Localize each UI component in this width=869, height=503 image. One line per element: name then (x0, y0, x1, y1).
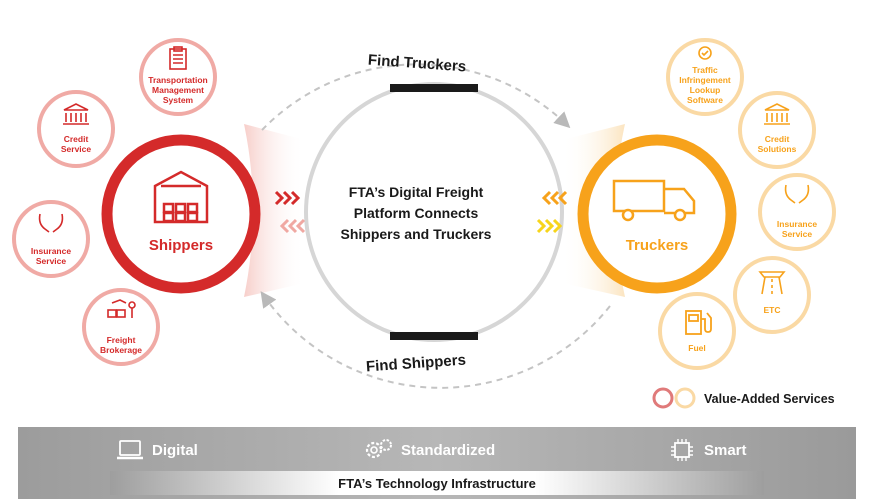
hands-icon (784, 184, 810, 204)
service-label-line: ETC (764, 305, 781, 315)
find-shippers-label: Find Shippers (365, 352, 466, 376)
truckers-circle (577, 134, 737, 294)
pillar-label: Digital (152, 441, 198, 459)
service-label-line: Freight (107, 335, 136, 345)
pillar-label: Standardized (401, 441, 496, 459)
legend-trucker-swatch (674, 387, 696, 409)
legend-label: Value-Added Services (704, 392, 835, 406)
service-label-line: Service (782, 229, 813, 239)
highway-icon (758, 271, 786, 295)
technology-infrastructure-bar: Digital Standardized Smart FTA’s Technol… (18, 427, 856, 499)
shippers-label: Shippers (149, 237, 213, 254)
pillar-smart: Smart (668, 437, 747, 463)
shipper-service-freight-brokerage: Freight Brokerage (82, 288, 160, 366)
trucker-service-credit-solutions: Credit Solutions (738, 91, 816, 169)
shipper-service-insurance: Insurance Service (12, 200, 90, 278)
gears-icon (365, 439, 392, 459)
trucker-service-traffic-infringement-lookup: Traffic Infringement Lookup Software (666, 38, 744, 116)
hub-text-line-3: Shippers and Truckers (341, 226, 492, 242)
fuel-pump-icon (685, 310, 712, 335)
bank-icon (764, 103, 790, 125)
hub-text-line-2: Platform Connects (354, 205, 479, 221)
shipper-service-transportation-management-system: Transportation Management System (139, 38, 217, 116)
find-truckers-label: Find Truckers (367, 52, 466, 76)
brokerage-icon (107, 299, 136, 318)
hub-bottom-bar (390, 332, 478, 340)
service-label-line: Insurance (777, 219, 817, 229)
service-label-line: Fuel (688, 343, 705, 353)
software-icon (698, 46, 712, 60)
service-label-line: Solutions (758, 144, 797, 154)
shipper-inbound-chevrons (274, 190, 301, 206)
trucker-outbound-chevrons (536, 218, 563, 234)
service-label-line: Service (36, 256, 67, 266)
truck-icon (612, 179, 696, 222)
pillar-digital: Digital (116, 437, 198, 463)
bank-icon (63, 103, 89, 125)
trucker-service-insurance: Insurance Service (758, 173, 836, 251)
service-label-line: Brokerage (100, 345, 142, 355)
service-label-line: Service (61, 144, 92, 154)
shipper-service-credit: Credit Service (37, 90, 115, 168)
service-label-line: Credit (765, 134, 790, 144)
warehouse-icon (153, 170, 209, 224)
service-label-line: System (163, 95, 194, 105)
pillar-label: Smart (704, 441, 747, 459)
service-label-line: Insurance (31, 246, 71, 256)
chip-icon (671, 439, 693, 461)
hub-text-line-1: FTA’s Digital Freight (349, 184, 484, 200)
clipboard-icon (169, 46, 187, 70)
trucker-inbound-chevrons (541, 190, 568, 206)
infrastructure-title: FTA’s Technology Infrastructure (110, 471, 764, 495)
trucker-service-fuel: Fuel (658, 292, 736, 370)
service-label-line: Lookup (690, 85, 721, 95)
legend-shipper-swatch (652, 387, 674, 409)
service-label-line: Infringement (679, 75, 731, 85)
hub-top-bar (390, 84, 478, 92)
service-label-line: Credit (64, 134, 89, 144)
pillar-standardized: Standardized (363, 437, 495, 463)
truckers-label: Truckers (626, 237, 689, 254)
find-shippers-arrow (260, 291, 611, 389)
service-label-line: Traffic (692, 65, 718, 75)
service-label-line: Transportation (148, 75, 208, 85)
shipper-funnel (244, 124, 305, 297)
find-truckers-arrow (261, 63, 571, 131)
trucker-service-etc: ETC (733, 256, 811, 334)
hands-icon (38, 213, 64, 233)
service-label-line: Software (687, 95, 723, 105)
laptop-icon (117, 440, 143, 460)
service-label-line: Management (152, 85, 204, 95)
shipper-outbound-chevrons (279, 218, 306, 234)
